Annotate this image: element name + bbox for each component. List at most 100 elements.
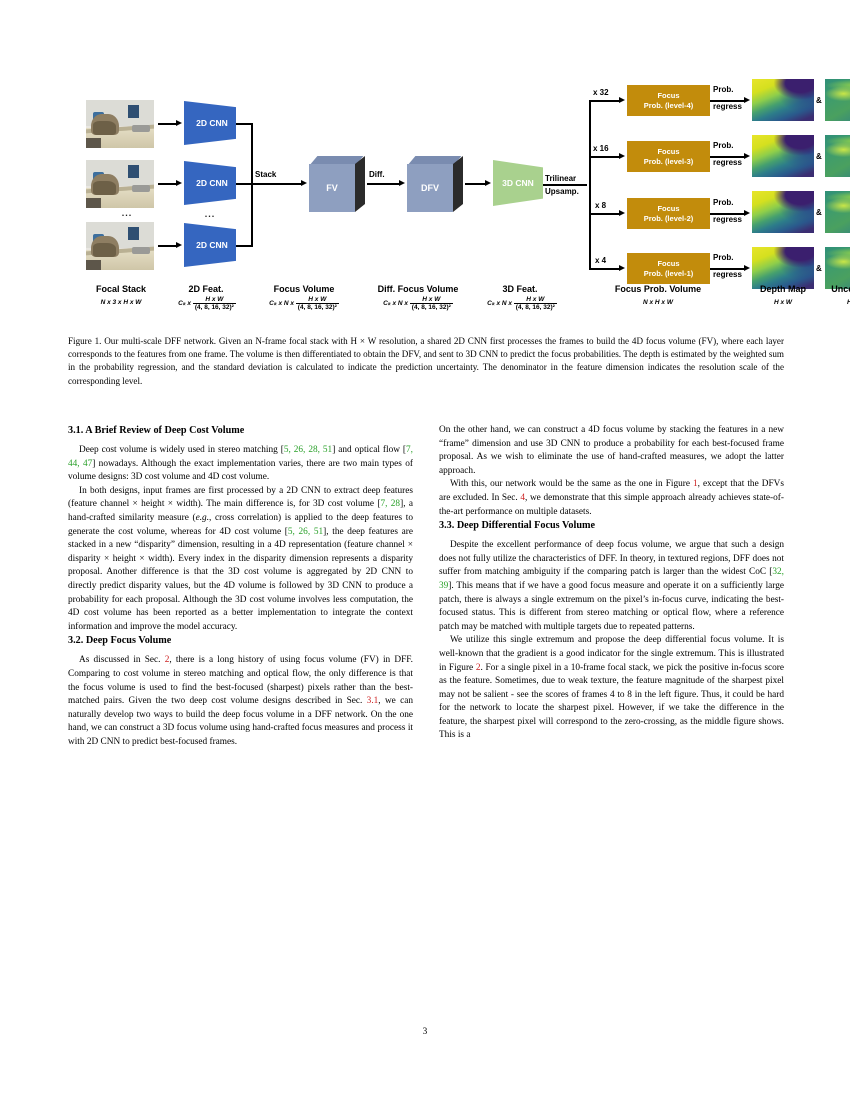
block-2d-cnn-2-label: 2D CNN — [196, 178, 228, 188]
dim-focus-prob-volume: N x H x W — [643, 299, 673, 306]
caption-3d-feat: 3D Feat. — [502, 284, 538, 294]
focus-prob-1-line1: Focus — [657, 258, 680, 268]
arrow-fv-dfv — [367, 183, 401, 185]
arrow-cnn1-bus — [236, 123, 252, 125]
branch-3-mult: x 8 — [595, 201, 607, 210]
heading-3-2: 3.2. Deep Focus Volume — [68, 635, 172, 647]
block-diff-focus-volume: DFV — [407, 156, 463, 212]
page-number: 3 — [422, 1027, 428, 1037]
block-2d-cnn-3: 2D CNN — [184, 223, 236, 267]
regress-2-line2: regress — [713, 158, 742, 167]
amp-3: & — [816, 208, 822, 217]
paragraph-3-2-1-cont: On the other hand, we can construct a 4D… — [439, 425, 784, 476]
block-focus-prob-level-1: Focus Prob. (level-1) — [627, 253, 710, 284]
dim-3d-feat: Cₖ x N x H x W(4, 8, 16, 32)² — [487, 296, 557, 311]
regress-4-line1: Prob. — [713, 253, 734, 262]
bus-vertical — [251, 123, 253, 247]
block-focus-prob-level-2: Focus Prob. (level-2) — [627, 198, 710, 229]
dim-focal-stack: N x 3 x H x W — [100, 299, 142, 306]
block-2d-cnn-1-label: 2D CNN — [196, 118, 228, 128]
arrowhead-branch-3 — [619, 209, 625, 216]
heading-3-1: 3.1. A Brief Review of Deep Cost Volume — [68, 425, 245, 436]
block-focus-prob-level-4: Focus Prob. (level-4) — [627, 85, 710, 116]
dim-2d-feat: Cₖ x H x W(4, 8, 16, 32)² — [178, 296, 236, 311]
regress-1-line1: Prob. — [713, 85, 734, 94]
caption-focal-stack: Focal Stack — [95, 284, 147, 294]
uncertainty-map-level-3 — [825, 135, 850, 177]
arrowhead-branch-1 — [619, 96, 625, 103]
caption-depth-map: Depth Map — [760, 284, 806, 294]
dim-uncertainty: H x W — [821, 299, 850, 306]
depth-map-level-4 — [752, 79, 814, 121]
block-2d-cnn-3-label: 2D CNN — [196, 240, 228, 250]
arrowhead-regress-4 — [744, 264, 750, 271]
arrow-regress-3 — [710, 213, 746, 215]
arrowhead-frame2 — [176, 179, 182, 186]
arrowhead-regress-3 — [744, 209, 750, 216]
arrowhead-regress-2 — [744, 152, 750, 159]
focus-prob-1-line2: Prob. (level-1) — [643, 268, 694, 278]
cnn-ellipsis: ... — [204, 209, 216, 219]
arrow-frame2-cnn — [158, 183, 178, 185]
arrow-bus-fv — [251, 183, 303, 185]
arrow-cnn2-bus — [236, 183, 252, 185]
block-focus-volume: FV — [309, 156, 365, 212]
uncertainty-map-level-1 — [825, 247, 850, 289]
block-3d-cnn: 3D CNN — [493, 160, 543, 206]
caption-focus-prob-volume: Focus Prob. Volume — [614, 284, 702, 294]
heading-3-3: 3.3. Deep Differential Focus Volume — [439, 520, 596, 532]
paragraph-3-2-1: As discussed in Sec. 2, there is a long … — [68, 655, 414, 747]
focus-prob-4-line1: Focus — [657, 90, 680, 100]
regress-2-line1: Prob. — [713, 141, 734, 150]
branch-4-mult: x 4 — [595, 256, 607, 265]
figure-caption-text: Figure 1. Our multi-scale DFF network. G… — [68, 336, 784, 386]
branch-1-mult: x 32 — [593, 88, 609, 97]
arrow-regress-2 — [710, 156, 746, 158]
column-left: 3.1. A Brief Review of Deep Cost Volume … — [68, 424, 413, 749]
label-upsamp: Upsamp. — [545, 187, 579, 196]
arrowhead-dfv — [399, 179, 405, 186]
caption-diff-focus-volume: Diff. Focus Volume — [377, 284, 459, 294]
arrow-cnn3-bus — [236, 245, 252, 247]
arrowhead-regress-1 — [744, 96, 750, 103]
paragraph-3-1-1: Deep cost volume is widely used in stere… — [68, 445, 414, 483]
focal-frame-2 — [86, 160, 154, 208]
arrow-regress-1 — [710, 100, 746, 102]
regress-4-line2: regress — [713, 270, 742, 279]
focal-stack-images: ... — [86, 100, 156, 272]
focus-prob-2-line2: Prob. (level-2) — [643, 213, 694, 223]
block-2d-cnn-1: 2D CNN — [184, 101, 236, 145]
caption-uncertainty: Uncertainty — [831, 284, 850, 294]
focus-prob-3-line1: Focus — [657, 146, 680, 156]
amp-1: & — [816, 96, 822, 105]
block-3d-cnn-label: 3D CNN — [502, 178, 534, 188]
paragraph-3-3-2: We utilize this single extremum and prop… — [439, 635, 784, 741]
column-right: On the other hand, we can construct a 4D… — [439, 424, 784, 743]
arrow-branch-2 — [589, 156, 621, 158]
dim-diff-focus-volume: Cₖ x N x H x W(4, 8, 16, 32)² — [383, 296, 453, 311]
divider-trilinear — [543, 184, 587, 186]
uncertainty-map-level-2 — [825, 191, 850, 233]
arrow-dfv-3dcnn — [465, 183, 487, 185]
arrow-frame3-cnn — [158, 245, 178, 247]
paragraph-3-3-1: Despite the excellent performance of dee… — [439, 540, 784, 632]
arrow-branch-1 — [589, 100, 621, 102]
depth-map-level-1 — [752, 247, 814, 289]
arrowhead-branch-4 — [619, 264, 625, 271]
block-dfv-label: DFV — [421, 183, 439, 193]
focus-prob-3-line2: Prob. (level-3) — [643, 156, 694, 166]
arrowhead-fv — [301, 179, 307, 186]
branch-2-mult: x 16 — [593, 144, 609, 153]
amp-4: & — [816, 264, 822, 273]
focus-prob-2-line1: Focus — [657, 203, 680, 213]
uncertainty-map-level-4 — [825, 79, 850, 121]
depth-map-level-2 — [752, 191, 814, 233]
paragraph-3-2-2: With this, our network would be the same… — [439, 479, 784, 517]
focal-frame-3 — [86, 222, 154, 270]
block-2d-cnn-2: 2D CNN — [184, 161, 236, 205]
arrowhead-frame1 — [176, 119, 182, 126]
arrowhead-3dcnn — [485, 179, 491, 186]
arrow-branch-4 — [589, 268, 621, 270]
amp-2: & — [816, 152, 822, 161]
